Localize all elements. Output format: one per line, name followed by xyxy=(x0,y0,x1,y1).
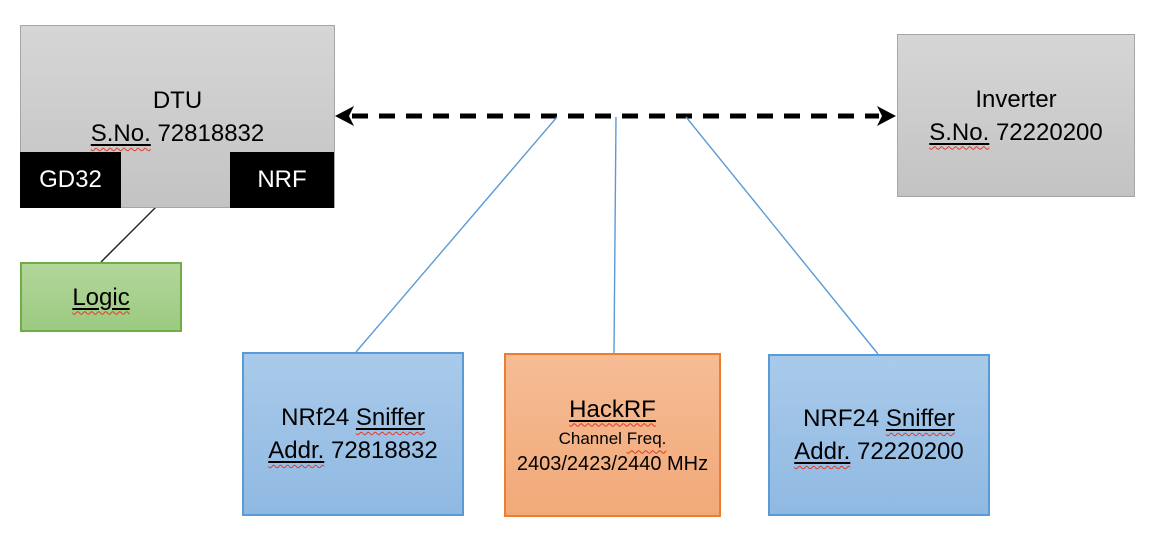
sniffer-right-model: NRF24 xyxy=(803,405,880,432)
inverter-title: Inverter xyxy=(975,85,1057,113)
hackrf-channel-line: Channel Freq. xyxy=(559,426,667,451)
sniffer-right-box: NRF24 Sniffer Addr. 72220200 xyxy=(768,354,990,516)
logic-box: Logic xyxy=(20,262,182,332)
hackrf-channel-word: Channel xyxy=(558,428,622,448)
sniffer-right-title: NRF24 Sniffer xyxy=(803,402,955,435)
sniffer-right-role: Sniffer xyxy=(885,405,955,432)
dtu-serial-label: S.No. xyxy=(90,120,151,147)
logic-label: Logic xyxy=(72,283,130,311)
dtu-inverter-dashed-arrow xyxy=(335,106,896,126)
sniffer-left-address: 72818832 xyxy=(330,437,438,464)
sniffer-right-addr-label: Addr. xyxy=(794,438,851,465)
hackrf-frequencies: 2403/2423/2440 MHz xyxy=(516,452,709,475)
nrf-chip: NRF xyxy=(230,152,334,208)
connector-line-left xyxy=(355,116,558,353)
sniffer-left-addr-line: Addr. 72818832 xyxy=(268,434,438,467)
sniffer-right-addr-line: Addr. 72220200 xyxy=(794,435,964,468)
sniffer-left-addr-label: Addr. xyxy=(268,437,325,464)
inverter-serial-label: S.No. xyxy=(929,118,990,146)
dtu-serial-value: 72818832 xyxy=(157,120,265,147)
hackrf-box: HackRF Channel Freq. 2403/2423/2440 MHz xyxy=(504,353,721,517)
sniffer-left-title: NRf24 Sniffer xyxy=(281,401,425,434)
hackrf-title-line: HackRF xyxy=(569,393,656,426)
sniffer-left-model: NRf24 xyxy=(281,404,350,431)
connector-line-middle xyxy=(613,116,617,354)
inverter-box: Inverter S.No. 72220200 xyxy=(897,34,1135,197)
nrf-label: NRF xyxy=(257,166,307,193)
dtu-serial-line: S.No. 72818832 xyxy=(91,117,264,150)
hackrf-freq-word: Freq. xyxy=(626,428,667,448)
dtu-title: DTU xyxy=(152,87,203,114)
hackrf-title: HackRF xyxy=(569,395,656,423)
arrowhead-right-icon xyxy=(877,106,896,126)
inverter-serial-value: 72220200 xyxy=(995,118,1103,146)
sniffer-left-box: NRf24 Sniffer Addr. 72818832 xyxy=(242,352,464,516)
arrowhead-left-icon xyxy=(335,106,354,126)
sniffer-left-role: Sniffer xyxy=(355,404,425,431)
connector-line-right xyxy=(685,116,879,355)
inverter-serial-line: S.No. 72220200 xyxy=(929,116,1102,149)
gd32-chip: GD32 xyxy=(20,152,121,208)
sniffer-right-address: 72220200 xyxy=(856,438,964,465)
gd32-label: GD32 xyxy=(39,166,102,193)
